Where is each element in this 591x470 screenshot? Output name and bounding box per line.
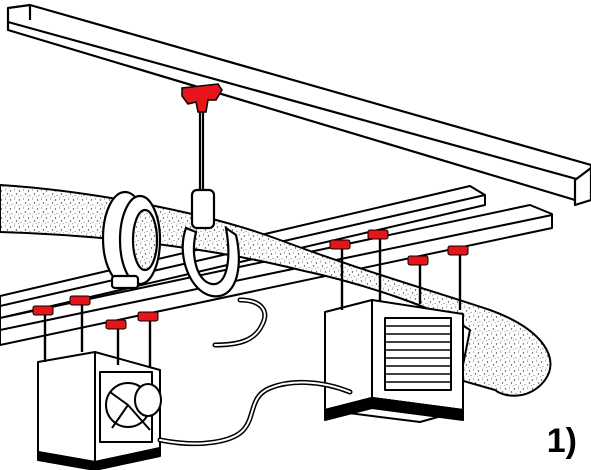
flexible-cable bbox=[157, 297, 353, 447]
clip-icon bbox=[407, 255, 429, 266]
step-number: 1) bbox=[546, 422, 577, 460]
pipe-clamp bbox=[181, 104, 240, 298]
clip-icon bbox=[329, 239, 351, 250]
clip-icon bbox=[447, 245, 469, 256]
fan-unit bbox=[37, 351, 162, 470]
flange-connector bbox=[101, 190, 162, 290]
clip-icon bbox=[137, 311, 159, 322]
mounting-clips bbox=[32, 229, 469, 330]
unit-hanger-rods bbox=[43, 236, 462, 368]
clip-icon bbox=[367, 229, 389, 240]
clip-icon bbox=[105, 319, 127, 330]
ceiling-beam bbox=[6, 3, 591, 207]
louvered-air-unit bbox=[324, 299, 464, 423]
support-rail-front bbox=[0, 204, 553, 346]
clip-icon bbox=[32, 305, 54, 316]
threaded-rod-hanger-icon bbox=[181, 83, 223, 113]
clip-icon bbox=[69, 295, 91, 306]
